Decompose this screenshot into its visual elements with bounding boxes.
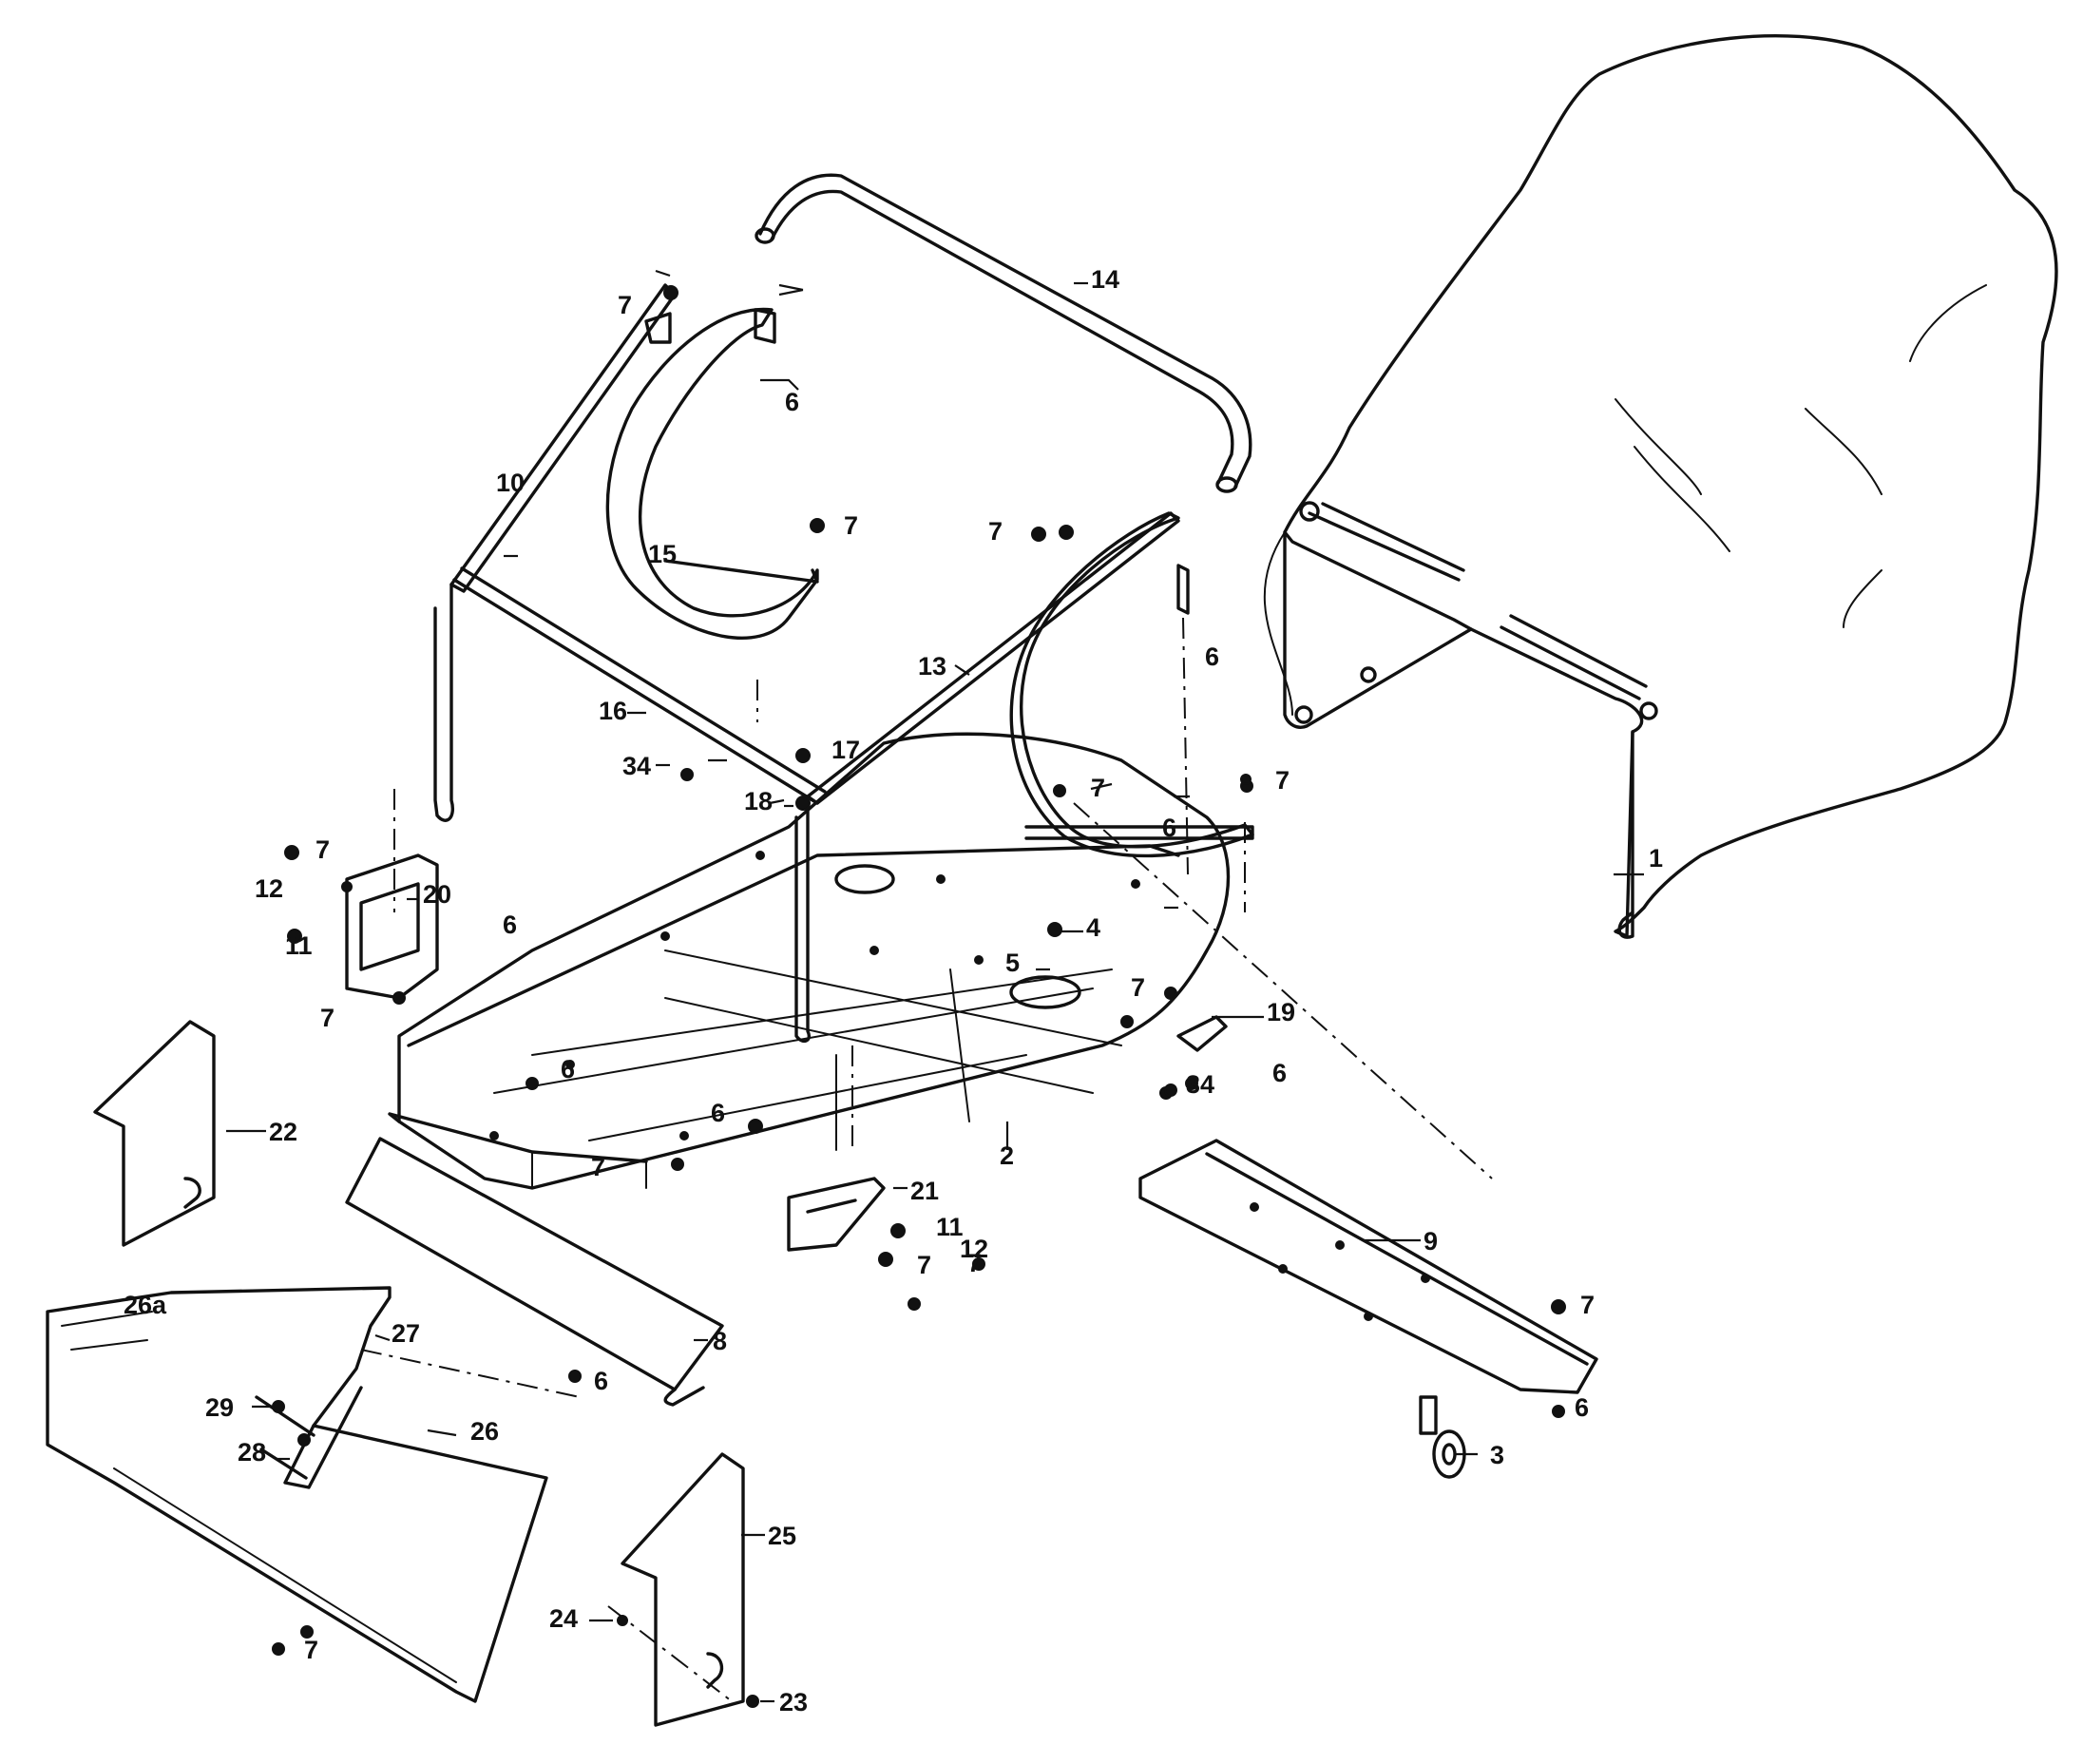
callout-6: 6 bbox=[711, 1099, 725, 1127]
callout-27: 27 bbox=[392, 1319, 420, 1348]
callout-21: 21 bbox=[910, 1177, 939, 1205]
callout-2: 2 bbox=[1000, 1141, 1014, 1170]
callout-17: 17 bbox=[831, 736, 860, 764]
left-side-panel bbox=[93, 1020, 216, 1247]
deck-plate bbox=[388, 732, 1231, 1190]
callout-4: 4 bbox=[1086, 913, 1100, 942]
left-handle-bar bbox=[433, 283, 819, 822]
callout-15: 15 bbox=[648, 540, 677, 568]
callout-5: 5 bbox=[1005, 949, 1020, 977]
callout-34: 34 bbox=[622, 752, 651, 780]
callout-7: 7 bbox=[967, 1249, 982, 1277]
callout-7: 7 bbox=[315, 835, 330, 864]
callout-11: 11 bbox=[285, 931, 313, 960]
callout-8: 8 bbox=[713, 1327, 727, 1355]
callout-7: 7 bbox=[917, 1251, 931, 1279]
callout-6: 6 bbox=[1272, 1059, 1287, 1087]
callout-7: 7 bbox=[591, 1153, 605, 1181]
callout-7: 7 bbox=[618, 291, 632, 319]
callout-7: 7 bbox=[1580, 1291, 1595, 1319]
right-side-panel bbox=[621, 1452, 745, 1727]
grass-bag bbox=[1263, 34, 2058, 939]
callout-6: 6 bbox=[1205, 642, 1219, 671]
callout-12: 12 bbox=[960, 1235, 988, 1263]
callout-20: 20 bbox=[423, 880, 451, 909]
callout-9: 9 bbox=[1424, 1227, 1438, 1256]
right-handle-bar bbox=[794, 511, 1254, 1044]
callout-6: 6 bbox=[561, 1055, 575, 1083]
handle-tube bbox=[755, 173, 1252, 493]
callout-24: 24 bbox=[549, 1604, 578, 1633]
callout-29: 29 bbox=[205, 1393, 234, 1422]
callout-6: 6 bbox=[1575, 1393, 1589, 1422]
callout-6: 6 bbox=[785, 388, 799, 416]
callout-7: 7 bbox=[304, 1636, 318, 1664]
callout-23: 23 bbox=[779, 1688, 808, 1716]
callout-7: 7 bbox=[320, 1004, 334, 1032]
callout-1: 1 bbox=[1649, 844, 1663, 872]
callout-34: 34 bbox=[1186, 1070, 1214, 1099]
callout-26a: 26a bbox=[124, 1291, 167, 1319]
cross-rod bbox=[452, 559, 827, 805]
rear-skid bbox=[1138, 1139, 1598, 1394]
callout-3: 3 bbox=[1490, 1441, 1504, 1469]
callout-19: 19 bbox=[1267, 998, 1295, 1026]
right-rear-bracket bbox=[1176, 1015, 1228, 1052]
callout-labels: 1 2 3 4 5 6 6 6 6 6 6 6 6 6 7 7 7 7 7 7 … bbox=[124, 265, 1663, 1716]
callout-25: 25 bbox=[768, 1522, 796, 1550]
front-skirt bbox=[345, 1137, 724, 1407]
leader-lines bbox=[226, 269, 1644, 1703]
callout-7: 7 bbox=[988, 517, 1003, 546]
caster-wheel bbox=[1419, 1395, 1466, 1479]
callout-26: 26 bbox=[470, 1417, 499, 1446]
callout-6: 6 bbox=[594, 1367, 608, 1395]
callout-16: 16 bbox=[599, 697, 627, 725]
callout-10: 10 bbox=[496, 469, 525, 497]
callout-22: 22 bbox=[269, 1118, 297, 1146]
callout-13: 13 bbox=[918, 652, 946, 681]
fasteners bbox=[272, 285, 1566, 1708]
left-rear-bracket bbox=[345, 853, 439, 1000]
callout-11: 11 bbox=[936, 1213, 964, 1241]
callout-6: 6 bbox=[503, 911, 517, 939]
rear-cover bbox=[46, 1286, 548, 1703]
callout-14: 14 bbox=[1091, 265, 1119, 294]
callout-18: 18 bbox=[744, 787, 773, 815]
callout-7: 7 bbox=[1131, 973, 1145, 1002]
callout-6: 6 bbox=[1162, 814, 1176, 842]
callout-7: 7 bbox=[844, 511, 858, 540]
right-front-bracket bbox=[787, 1177, 886, 1252]
callout-7: 7 bbox=[1091, 774, 1105, 802]
callout-28: 28 bbox=[238, 1438, 266, 1467]
assembly-lines bbox=[360, 617, 1493, 1702]
callout-7: 7 bbox=[1275, 766, 1290, 795]
callout-12: 12 bbox=[255, 874, 283, 903]
